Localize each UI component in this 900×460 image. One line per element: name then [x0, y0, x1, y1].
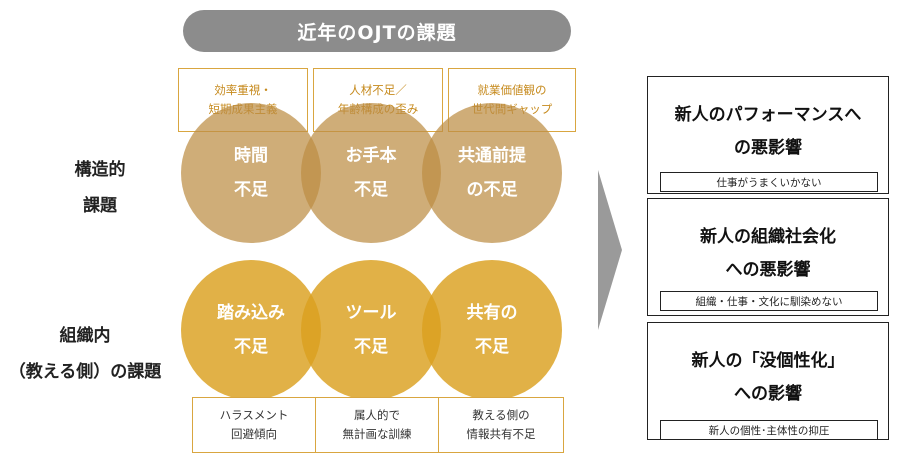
- impact-box-performance-line1: 新人のパフォーマンスへ: [674, 105, 862, 125]
- bottom-note-2-line2: 無計画な訓練: [342, 427, 412, 441]
- top-note-3-line1: 就業価値観の: [477, 83, 547, 97]
- impact-box-individuality-line2: への影響: [734, 384, 802, 404]
- impact-sub-socialization: 組織・仕事・文化に馴染めない: [660, 291, 878, 311]
- impact-box-socialization-line2: への悪影響: [725, 260, 811, 280]
- impact-box-individuality-line1: 新人の「没個性化」: [691, 351, 845, 371]
- row-label-organizational-line1: 組織内: [59, 326, 111, 346]
- row-label-organizational-line2: （教える側）の課題: [8, 362, 162, 382]
- impact-sub-individuality: 新人の個性･主体性の抑圧: [660, 420, 878, 440]
- circle-time-shortage-line2: 不足: [234, 180, 268, 200]
- diagram-title: 近年のOJTの課題: [183, 10, 571, 52]
- circle-role-model-shortage: お手本 不足: [301, 103, 441, 243]
- circle-tool-shortage: ツール 不足: [301, 260, 441, 400]
- right-arrow-icon: [598, 170, 622, 330]
- circle-sharing-shortage: 共有の 不足: [422, 260, 562, 400]
- bottom-note-2: 属人的で 無計画な訓練: [315, 397, 439, 453]
- circle-time-shortage: 時間 不足: [181, 103, 321, 243]
- top-note-2-line1: 人材不足／: [349, 83, 407, 97]
- circle-common-premise-shortage-line1: 共通前提: [458, 146, 526, 166]
- circle-tool-shortage-line1: ツール: [345, 303, 397, 323]
- circle-sharing-shortage-line2: 不足: [475, 337, 509, 357]
- impact-box-socialization-line1: 新人の組織社会化: [700, 227, 836, 247]
- row-label-structural-line2: 課題: [83, 196, 117, 216]
- bottom-note-3-line1: 教える側の: [472, 408, 530, 422]
- circle-engagement-shortage: 踏み込み 不足: [181, 260, 321, 400]
- circle-engagement-shortage-line2: 不足: [234, 337, 268, 357]
- circle-sharing-shortage-line1: 共有の: [466, 303, 518, 323]
- row-label-structural: 構造的 課題: [40, 152, 160, 224]
- row-label-organizational: 組織内 （教える側）の課題: [0, 318, 170, 390]
- impact-box-performance-line2: の悪影響: [734, 138, 802, 158]
- circle-time-shortage-line1: 時間: [234, 146, 268, 166]
- impact-box-performance-text: 新人のパフォーマンスへ の悪影響: [648, 99, 888, 165]
- circle-engagement-shortage-line1: 踏み込み: [217, 303, 285, 323]
- circle-role-model-shortage-line1: お手本: [345, 146, 397, 166]
- bottom-note-1-line1: ハラスメント: [219, 408, 289, 422]
- impact-sub-performance: 仕事がうまくいかない: [660, 172, 878, 192]
- impact-box-individuality-text: 新人の「没個性化」 への影響: [648, 345, 888, 411]
- bottom-note-1-line2: 回避傾向: [231, 427, 277, 441]
- circle-common-premise-shortage-line2: の不足: [466, 180, 518, 200]
- bottom-note-2-line1: 属人的で: [354, 408, 400, 422]
- circle-common-premise-shortage: 共通前提 の不足: [422, 103, 562, 243]
- bottom-note-3: 教える側の 情報共有不足: [438, 397, 564, 453]
- bottom-note-1: ハラスメント 回避傾向: [192, 397, 316, 453]
- row-label-structural-line1: 構造的: [74, 160, 126, 180]
- circle-role-model-shortage-line2: 不足: [354, 180, 388, 200]
- circle-tool-shortage-line2: 不足: [354, 337, 388, 357]
- bottom-note-3-line2: 情報共有不足: [466, 427, 536, 441]
- impact-box-socialization-text: 新人の組織社会化 への悪影響: [648, 221, 888, 287]
- top-note-1-line1: 効率重視・: [214, 83, 272, 97]
